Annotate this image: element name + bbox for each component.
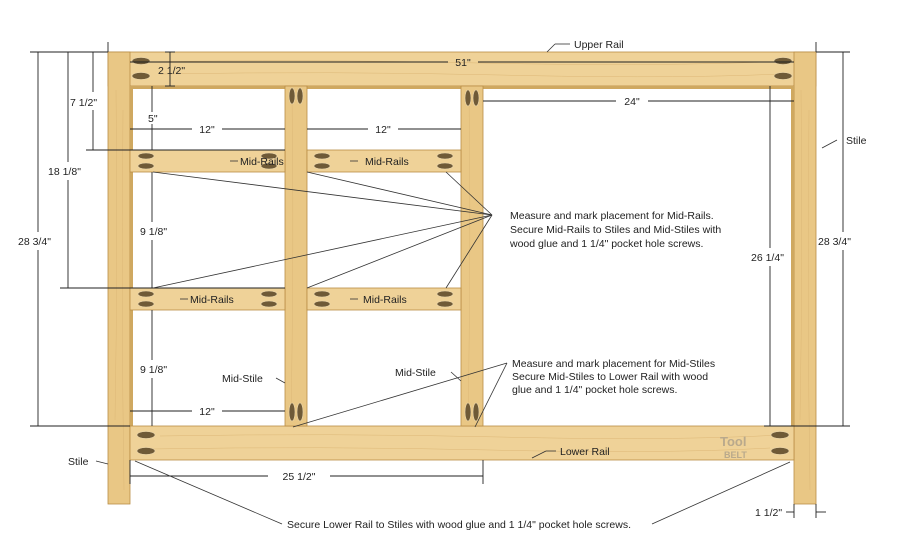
upper-rail <box>107 51 817 87</box>
mid-rails-note-line-3: wood glue and 1 1/4" pocket hole screws. <box>509 238 703 250</box>
dim-height-18-125: 18 1/8" <box>48 166 81 178</box>
label-lower-rail: Lower Rail <box>560 446 610 458</box>
mid-rails-note-line-1: Measure and mark placement for Mid-Rails… <box>510 210 714 222</box>
logo-line-2: BELT <box>724 450 747 460</box>
label-upper-rail: Upper Rail <box>574 39 624 51</box>
dimension-labels: 51" 2 1/2" 7 1/2" 5" 12" 12" 24" 18 1/8"… <box>18 57 851 519</box>
dimension-lines <box>30 42 850 518</box>
pocket-holes <box>131 57 793 455</box>
dim-width-1-5: 1 1/2" <box>755 507 782 519</box>
dim-width-12-c: 12" <box>199 406 215 418</box>
dim-width-24: 24" <box>624 96 640 108</box>
dim-height-9-125-a: 9 1/8" <box>140 226 167 238</box>
dim-width-25-5: 25 1/2" <box>283 471 316 483</box>
dim-gap-5: 5" <box>148 113 158 125</box>
right-stile <box>793 51 817 505</box>
lower-rail-note: Secure Lower Rail to Stiles with wood gl… <box>287 519 631 531</box>
dim-height-28-75-left: 28 3/4" <box>18 236 51 248</box>
label-mid-rails-3: Mid-Rails <box>190 294 234 306</box>
face-frame <box>107 51 817 505</box>
mid-rails-note-line-2: Secure Mid-Rails to Stiles and Mid-Stile… <box>510 224 721 236</box>
left-stile <box>107 51 131 505</box>
label-mid-rails-1: Mid-Rails <box>240 156 284 168</box>
lower-rail <box>129 425 795 461</box>
mid-stiles-note: Measure and mark placement for Mid-Stile… <box>512 358 718 396</box>
label-mid-stile-right: Mid-Stile <box>395 367 436 379</box>
dim-upper-rail-2-5: 2 1/2" <box>158 65 185 77</box>
mid-stiles-note-line-1: Measure and mark placement for Mid-Stile… <box>512 358 715 370</box>
leader-lines <box>95 43 838 525</box>
mid-stile-left <box>284 85 308 427</box>
label-mid-stile-left: Mid-Stile <box>222 373 263 385</box>
assembly-notes: Measure and mark placement for Mid-Rails… <box>287 210 724 531</box>
dim-height-28-75-right: 28 3/4" <box>818 236 851 248</box>
label-stile-right: Stile <box>846 135 867 147</box>
part-labels: Upper Rail Lower Rail Stile Stile Mid-Ra… <box>68 39 867 468</box>
label-mid-rails-2: Mid-Rails <box>365 156 409 168</box>
mid-stile-right <box>460 85 484 427</box>
dim-width-12-b: 12" <box>375 124 391 136</box>
logo-line-1: Tool <box>720 434 746 449</box>
dim-width-12-a: 12" <box>199 124 215 136</box>
mid-rail-top-right <box>306 149 462 173</box>
dim-height-7-5: 7 1/2" <box>70 97 97 109</box>
label-mid-rails-4: Mid-Rails <box>363 294 407 306</box>
mid-stiles-note-line-2: Secure Mid-Stiles to Lower Rail with woo… <box>512 371 708 383</box>
dim-height-26-25: 26 1/4" <box>751 252 784 264</box>
dim-height-9-125-b: 9 1/8" <box>140 364 167 376</box>
dim-width-51: 51" <box>455 57 471 69</box>
tool-belt-logo: Tool BELT <box>720 434 747 460</box>
mid-rail-bottom-right <box>306 287 462 311</box>
mid-rails-note: Measure and mark placement for Mid-Rails… <box>509 210 724 250</box>
mid-stiles-note-line-3: glue and 1 1/4" pocket hole screws. <box>512 384 677 396</box>
label-stile-left: Stile <box>68 456 89 468</box>
